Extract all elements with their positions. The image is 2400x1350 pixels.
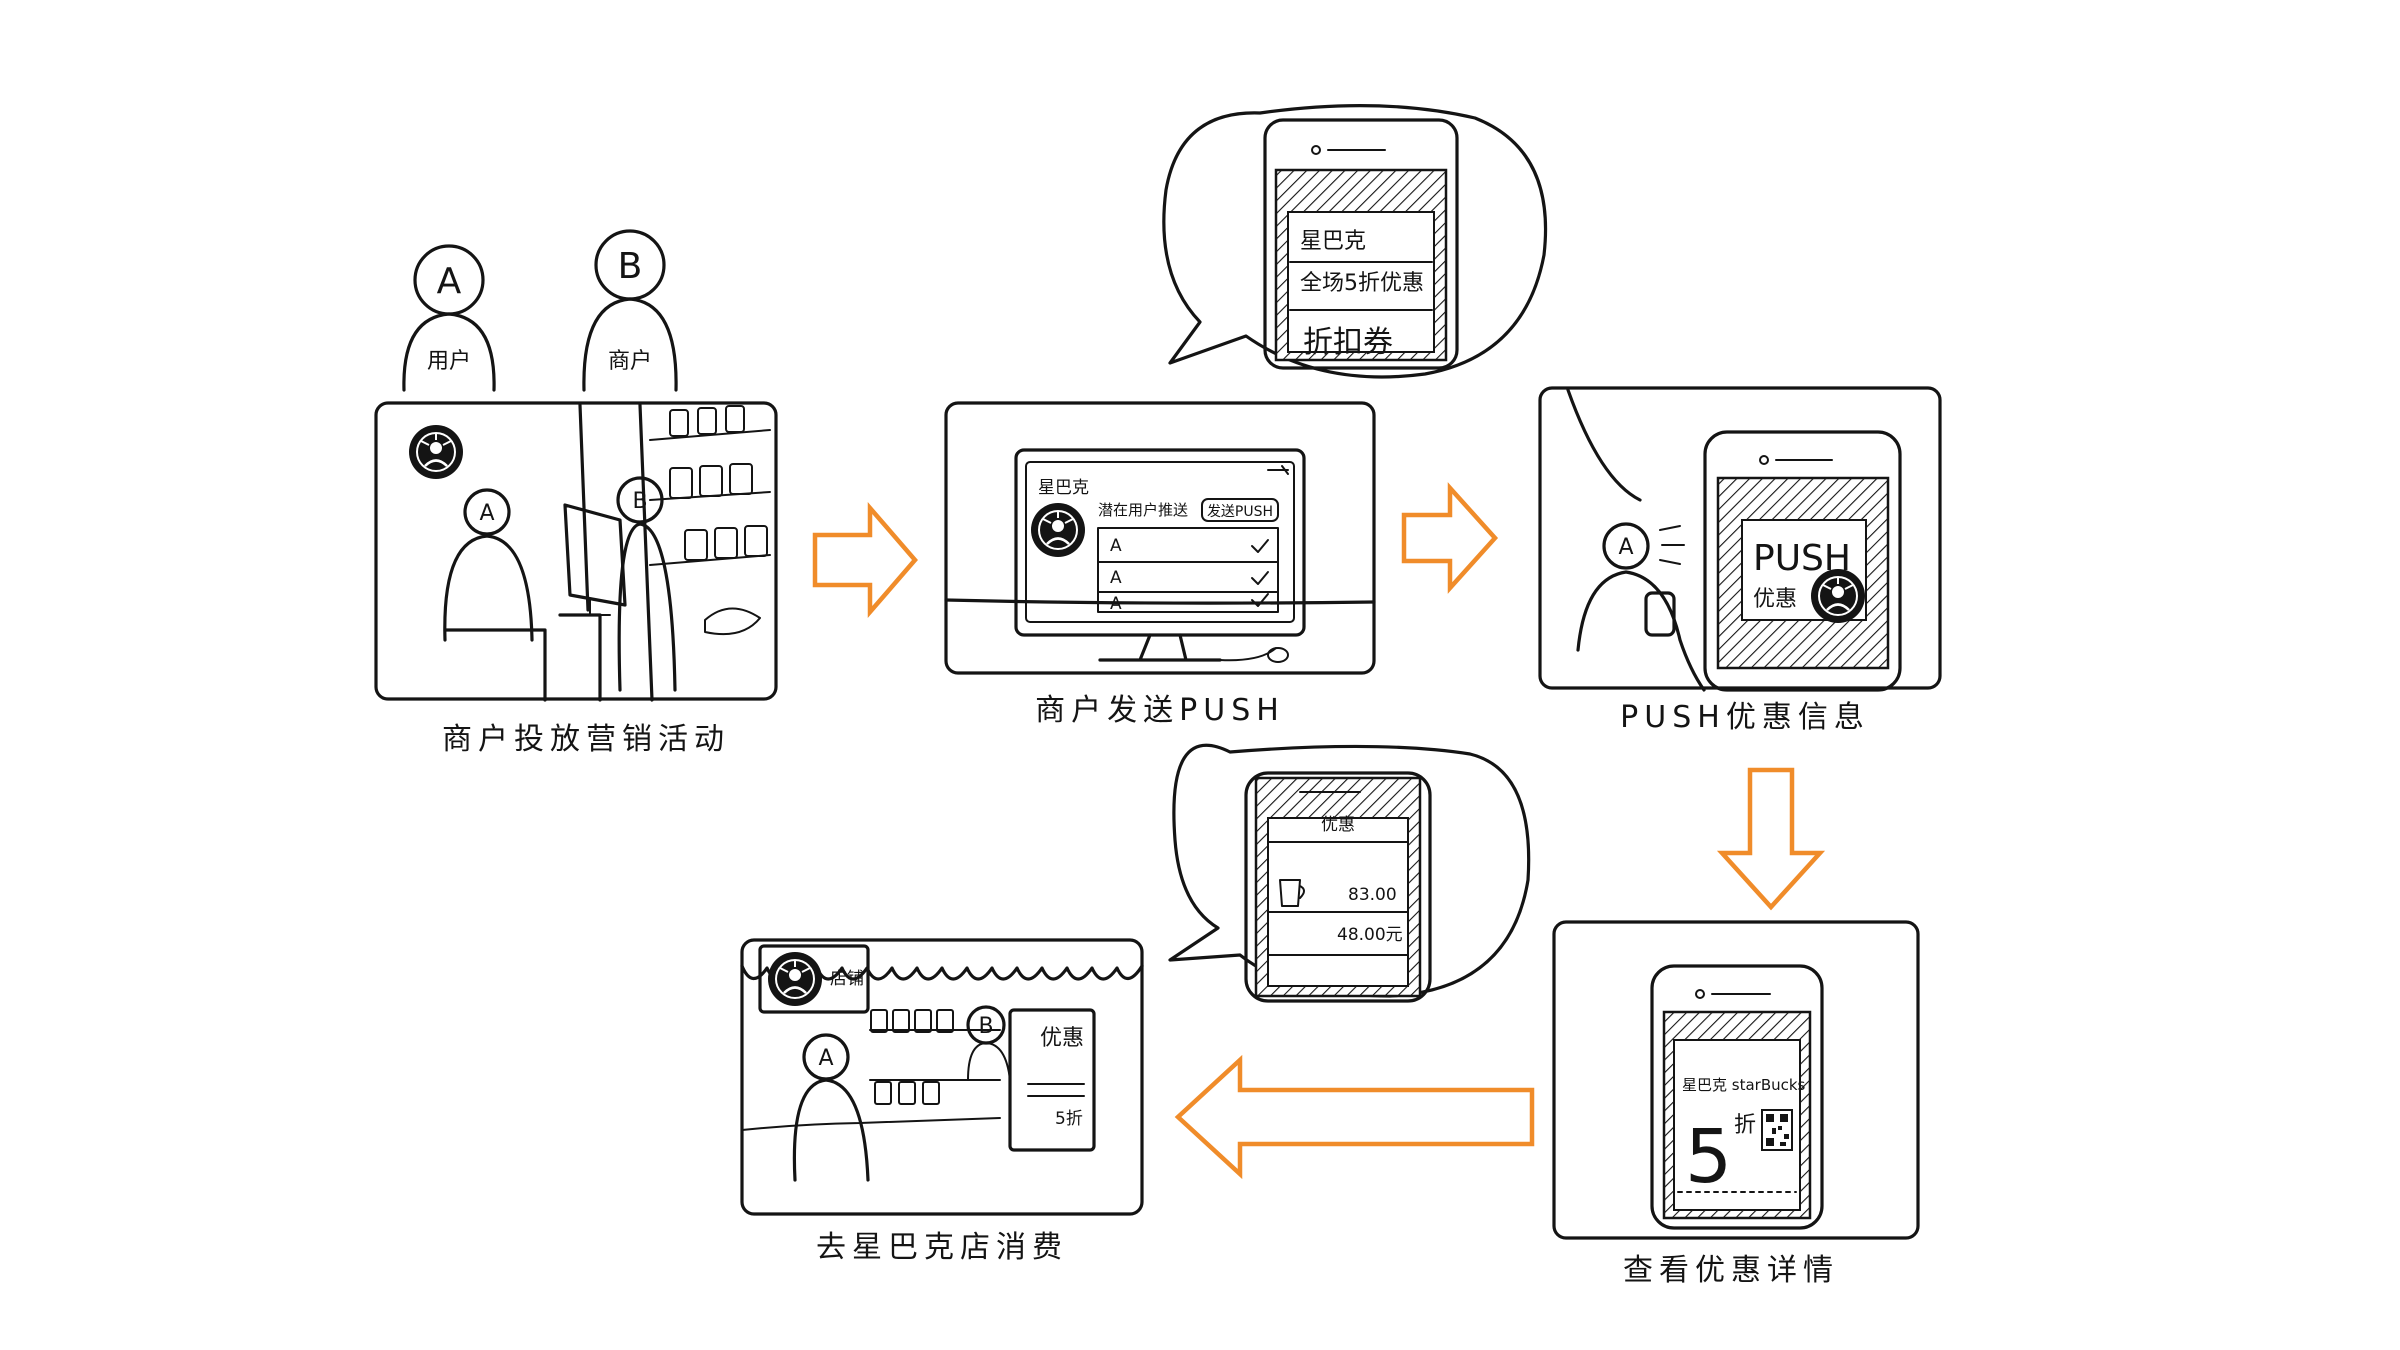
- svg-text:A: A: [479, 501, 494, 526]
- push-phone-subtitle: 优惠: [1753, 587, 1797, 612]
- panel-launch-campaign: A 用户 B 商户 A: [374, 229, 778, 757]
- panel-visit-store: 优惠 83.00 48.00元 店铺 B 优惠 5折 A 去星巴克店消费: [740, 743, 1531, 1265]
- store-sign-label: 店铺: [830, 969, 864, 989]
- panel-4-frame: [1552, 920, 1920, 1240]
- flow-arrow-2: [1401, 482, 1499, 594]
- qr-code-icon: [1761, 1109, 1793, 1151]
- svg-text:B: B: [978, 1014, 993, 1039]
- person-b-letter: B: [618, 246, 643, 287]
- svg-text:A: A: [818, 1046, 833, 1071]
- caption-launch-campaign: 商户投放营销活动: [442, 722, 730, 757]
- svg-text:A: A: [1618, 535, 1633, 560]
- bubble-top-offer: 全场5折优惠: [1300, 271, 1424, 296]
- svg-text:B: B: [632, 489, 647, 514]
- panel-3-frame: [1538, 386, 1942, 690]
- store-offer-board: [1008, 1008, 1096, 1152]
- monitor-send-label: 发送PUSH: [1207, 504, 1273, 520]
- store-logo: [766, 950, 824, 1008]
- caption-push-offer: PUSH优惠信息: [1620, 700, 1870, 735]
- store-sign: [758, 944, 870, 1014]
- flow-arrow-4: [1174, 1054, 1535, 1180]
- bubble-top-coupon: 折扣券: [1303, 325, 1393, 360]
- person-a-letter: A: [437, 261, 462, 302]
- monitor-send-button: [1201, 498, 1279, 522]
- monitor-logo: [1029, 501, 1087, 559]
- bubble-bottom-header: 优惠: [1321, 815, 1355, 835]
- panel-send-push: 星巴克 全场5折优惠 折扣券 星巴克 发送PUSH 潜在用户推送 A A A 商…: [944, 104, 1548, 728]
- flow-arrow-1: [812, 501, 918, 619]
- panel-2-frame: [944, 401, 1376, 675]
- bubble-top-outline: [1162, 104, 1548, 379]
- monitor-brand: 星巴克: [1038, 478, 1089, 498]
- detail-phone-brand: 星巴克 starBucks: [1682, 1076, 1806, 1094]
- person-user-label: 用户: [427, 349, 471, 374]
- starbucks-logo: [407, 423, 465, 481]
- store-board-value: 5折: [1055, 1109, 1083, 1129]
- panel-offer-details: 星巴克 starBucks 5 折 查看优惠详情: [1552, 920, 1920, 1288]
- svg-text:A: A: [1110, 536, 1122, 556]
- person-merchant-label: 商户: [608, 349, 652, 374]
- monitor-list-header: 潜在用户推送: [1098, 501, 1188, 519]
- svg-text:A: A: [1110, 594, 1122, 614]
- flow-arrow-3: [1716, 767, 1826, 911]
- bubble-bottom-discounted: 48.00元: [1337, 925, 1403, 945]
- store-board-title: 优惠: [1040, 1026, 1084, 1051]
- caption-send-push: 商户发送PUSH: [1035, 693, 1285, 728]
- bubble-top-phone: [1263, 118, 1459, 370]
- panel-push-offer: A PUSH 优惠 PUSH优惠信息: [1538, 386, 1942, 735]
- monitor: [1014, 448, 1306, 637]
- person-merchant-b: B 商户: [582, 229, 678, 392]
- bubble-top-brand: 星巴克: [1300, 229, 1366, 254]
- push-phone-logo: [1809, 567, 1867, 625]
- caption-visit-store: 去星巴克店消费: [816, 1230, 1068, 1265]
- detail-discount-unit: 折: [1734, 1113, 1756, 1138]
- detail-phone: [1650, 964, 1824, 1230]
- panel-5-frame: [740, 938, 1144, 1216]
- panel-1-frame: [374, 401, 778, 701]
- svg-text:A: A: [1110, 568, 1122, 588]
- push-phone: [1703, 430, 1902, 692]
- detail-discount-number: 5: [1685, 1114, 1732, 1200]
- person-user-a: A 用户: [402, 244, 496, 392]
- caption-offer-details: 查看优惠详情: [1623, 1253, 1839, 1288]
- bubble-bottom-phone: [1244, 771, 1432, 1003]
- coffee-cup-icon: [1279, 879, 1305, 907]
- bubble-bottom-price: 83.00: [1348, 885, 1397, 905]
